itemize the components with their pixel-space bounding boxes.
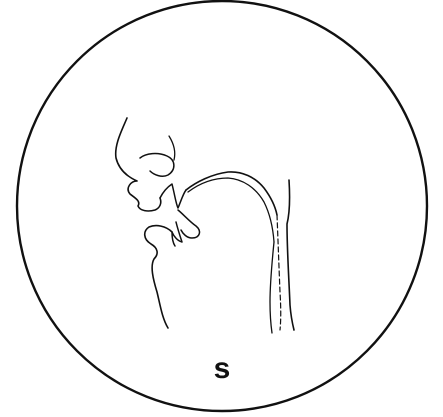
nose-and-upper-lip-outline <box>116 118 161 211</box>
lower-teeth-outline <box>172 222 182 246</box>
phoneme-label: s <box>214 352 231 385</box>
lower-lip-and-chin-outline <box>145 226 172 328</box>
pharynx-inner-wall <box>277 215 281 330</box>
circle-frame <box>17 1 427 411</box>
pharynx-back-wall <box>287 180 294 330</box>
tongue-tip-outline <box>178 210 199 238</box>
nostril-outline <box>140 154 174 177</box>
upper-teeth-outline <box>160 184 186 208</box>
nasal-passage-outline <box>169 136 175 160</box>
tongue-root-outline <box>270 242 274 333</box>
velum-outline <box>188 178 274 242</box>
